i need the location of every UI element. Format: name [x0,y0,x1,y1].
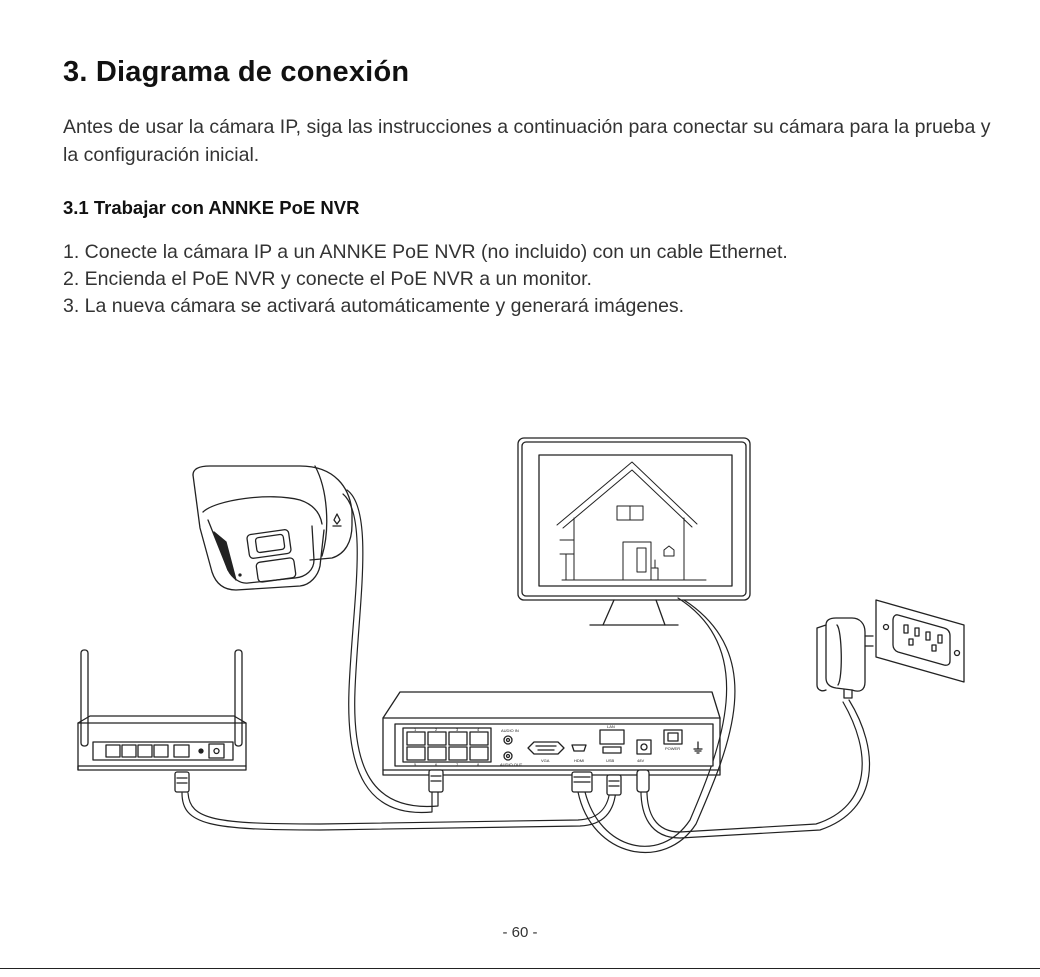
footer-rule [0,968,1040,969]
page-number: - 60 - [502,924,538,941]
dome-camera-icon [192,465,353,591]
router-icon [77,649,247,793]
nvr-port-number: 8 [477,762,480,767]
monitor-icon [517,437,751,626]
nvr-port-number: 2 [435,727,438,732]
nvr-port-number: 1 [414,727,417,732]
hdmi-cable [584,597,728,847]
instruction-step-1: 1. Conecte la cámara IP a un ANNKE PoE N… [63,241,788,263]
camera-ethernet-cable [346,489,439,808]
nvr-port-number: 7 [456,762,459,767]
wall-outlet-icon [875,599,965,683]
page-title: 3. Diagrama de conexión [63,56,410,88]
nvr-port-number: 5 [414,762,417,767]
nvr-port-number: 4 [477,727,480,732]
instruction-step-3: 3. La nueva cámara se activará automátic… [63,295,685,317]
nvr-label-hdmi: HDMI [574,758,584,763]
nvr-label-dc: 48V [637,758,644,763]
connector-plugs [428,769,650,796]
nvr-port-number: 6 [435,762,438,767]
lan-plug-icon [606,774,622,796]
instruction-list: 1. Conecte la cámara IP a un ANNKE PoE N… [63,239,788,320]
nvr-label-audio-out: AUDIO OUT [500,762,523,767]
nvr-label-lan: LAN [607,724,615,729]
power-cable [640,699,871,839]
router-ethernet-cable [181,787,617,831]
nvr-label-audio-in: AUDIO IN [501,728,519,733]
intro-paragraph: Antes de usar la cámara IP, siga las ins… [63,116,991,166]
nvr-label-power: POWER [665,746,680,751]
nvr-label-vga: VGA [541,758,550,763]
dc-plug-icon [636,769,650,793]
power-adapter-icon [816,617,874,699]
connection-diagram: AUDIO IN AUDIO OUT VGA HDMI LAN USB 48V … [77,437,965,854]
nvr-port-number: 3 [456,727,459,732]
section-subtitle: 3.1 Trabajar con ANNKE PoE NVR [63,197,360,218]
instruction-step-2: 2. Encienda el PoE NVR y conecte el PoE … [63,268,592,290]
house-picture [556,461,707,581]
cables [181,489,871,854]
poe-nvr-icon: AUDIO IN AUDIO OUT VGA HDMI LAN USB 48V … [382,691,721,776]
nvr-label-usb: USB [606,758,615,763]
